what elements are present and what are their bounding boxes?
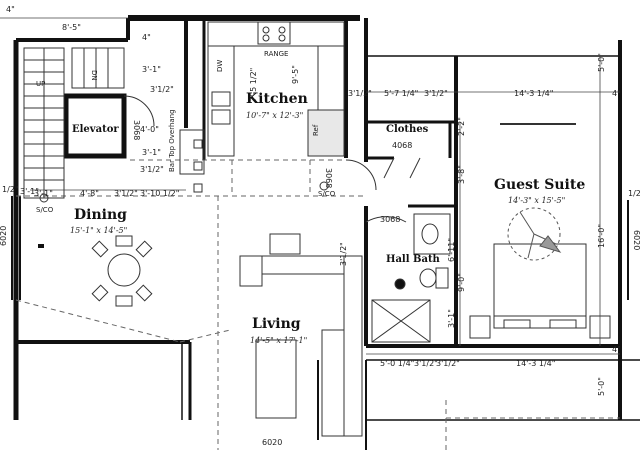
dim-d33: 3'-1" xyxy=(20,187,39,196)
door-6020-left: 6020 xyxy=(0,226,8,246)
bar-top-label: Bar Top Overhang xyxy=(168,109,176,172)
dim-d31: 4" xyxy=(612,345,621,354)
dim-d24: 6'-11" xyxy=(447,238,456,262)
dim-d9: 4'-8" xyxy=(80,189,99,198)
dw-label: DW xyxy=(216,60,224,72)
dim-d35: 1/2" xyxy=(628,189,640,198)
dim-d30: 14'-3 1/4" xyxy=(516,359,555,368)
dim-d6: 3'1/2" xyxy=(150,85,174,94)
dim-d19: 4" xyxy=(612,89,621,98)
guest-suite-size: 14'-3" x 15'-5" xyxy=(508,196,565,205)
dim-d4: 3'-1" xyxy=(142,65,161,74)
dim-d15: 5'-7 1/4" xyxy=(384,89,418,98)
dim-d11: 3'-10 1/2" xyxy=(140,189,179,198)
dim-d12: 3'1/2" xyxy=(140,165,164,174)
thermostat xyxy=(38,244,44,248)
dim-d16: 3'1/2" xyxy=(424,89,448,98)
smoke-detector-dining xyxy=(39,193,49,203)
guest-bed xyxy=(469,243,611,339)
door-3068-elevator: 3068 xyxy=(132,120,141,140)
dining-table xyxy=(91,235,153,307)
hall-bath-fixtures xyxy=(365,213,451,343)
door-3068-bath: 3068 xyxy=(380,215,400,224)
kitchen-counters xyxy=(179,21,345,175)
dim-d26: 3'-1" xyxy=(447,309,456,328)
dim-d36: 3'1/2" xyxy=(339,242,348,266)
dim-d23: 16'-0" xyxy=(597,224,606,248)
dim-d1: 4" xyxy=(6,5,15,14)
walls xyxy=(11,15,640,450)
dim-d20: 2'-2" xyxy=(457,117,466,136)
dim-d17: 14'-3 1/4" xyxy=(514,89,553,98)
dim-d34: 1/2" xyxy=(2,185,19,194)
stairs xyxy=(23,47,125,199)
kitchen-size: 10'-7" x 12'-3" xyxy=(246,111,303,120)
door-4068: 4068 xyxy=(392,141,412,150)
dim-d5: 4'-0" xyxy=(140,125,159,134)
dim-d21: 3'-8" xyxy=(457,165,466,184)
dim-d18: 5'-0" xyxy=(597,53,606,72)
living-furniture xyxy=(239,233,363,437)
hall-bath-name: Hall Bath xyxy=(386,254,441,265)
dim-d10: 3'1/2" xyxy=(114,189,138,198)
door-swings xyxy=(123,95,377,191)
clothes-label: Clothes xyxy=(386,124,429,135)
dim-d27: 5'-0 1/4" xyxy=(380,359,414,368)
ceiling-fan xyxy=(507,207,562,261)
reference-lines xyxy=(15,159,620,450)
guest-suite-name: Guest Suite xyxy=(494,177,585,193)
smoke-detector-kitchen xyxy=(319,181,329,191)
dim-d28: 3'1/2" xyxy=(414,359,438,368)
dim-d29: 3'1/2" xyxy=(436,359,460,368)
dim-d2: 8'-5" xyxy=(62,23,81,32)
kitchen-name: Kitchen xyxy=(246,91,308,107)
door-6020-right: 6020 xyxy=(632,230,640,250)
closet-doors xyxy=(383,157,421,179)
dim-d7: 3'-1" xyxy=(34,189,53,198)
dim-d13: 7'-5 1/2" xyxy=(249,68,258,102)
up-label: UP xyxy=(36,80,45,88)
door-6020-bottom: 6020 xyxy=(262,438,282,447)
elevator-label: Elevator xyxy=(72,124,119,135)
so-label-1: S/CO xyxy=(318,190,336,198)
hall-bath-label: Hall Bath xyxy=(386,254,441,265)
door-3068-kitchen: 3068 xyxy=(324,168,333,188)
living-size: 14'-5" x 17'-1" xyxy=(250,336,307,345)
bar-stools xyxy=(193,139,203,193)
dim-d14: 9'-5" xyxy=(291,65,300,84)
dn-label: DN xyxy=(90,70,98,81)
dining-name: Dining xyxy=(74,207,127,223)
range-label: RANGE xyxy=(264,50,288,58)
dim-d8: 3'-1" xyxy=(142,148,161,157)
living-name: Living xyxy=(252,316,301,332)
ref-label: Ref xyxy=(312,124,320,136)
dining-size: 15'-1" x 14'-5" xyxy=(70,226,127,235)
dim-d22: 3'1/2" xyxy=(348,89,372,98)
dim-d25: 9'-0" xyxy=(457,273,466,292)
dimension-lines xyxy=(0,17,620,355)
dim-d3: 4" xyxy=(142,33,151,42)
so-label-2: S/CO xyxy=(36,206,54,214)
dim-d32: 5'-0" xyxy=(597,377,606,396)
